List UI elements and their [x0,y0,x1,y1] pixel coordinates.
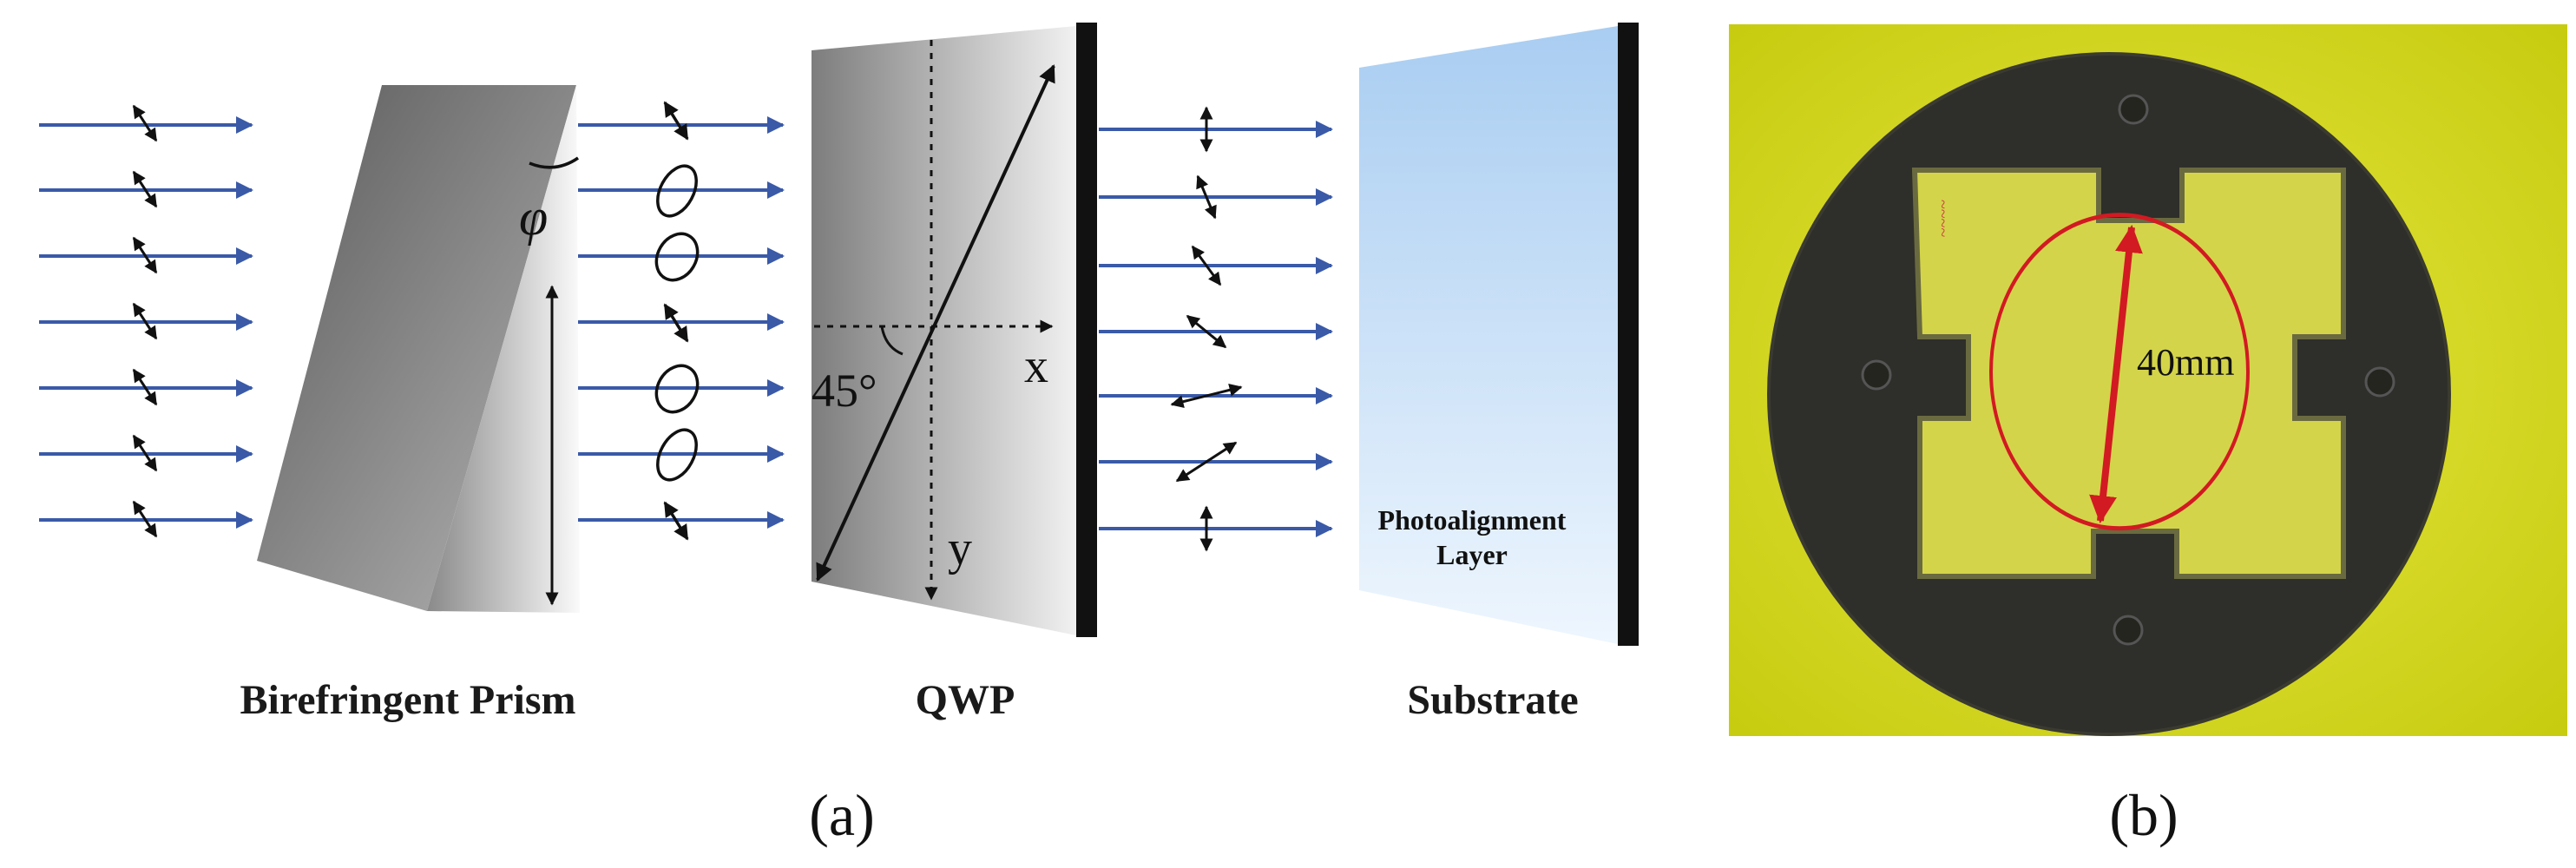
qwp-plate [812,26,1076,635]
mid-beams [578,116,785,529]
polarization-arrow [132,434,158,472]
angle-phi-label: φ [519,188,548,246]
output-polarization [1170,106,1243,552]
prism-front-face [257,85,576,611]
incoming-polarization [132,104,158,538]
measurement-circle [1989,213,2250,531]
polarization-arrow [132,170,158,208]
elliptical-polarization-icon [654,232,700,282]
qwp-edge [1076,23,1097,637]
polarization-arrow [132,368,158,406]
diameter-arrow [2089,224,2143,524]
polarization-arrow [132,236,158,274]
screw-hole-icon [1861,359,1892,391]
diameter-label: 40mm [2137,341,2234,384]
angle-45-label: 45° [812,365,877,417]
substrate [1359,23,1639,646]
panel-label-b: (b) [2109,782,2178,848]
photoalignment-label-line2: Layer [1436,539,1508,570]
polarization-arrow [1191,245,1222,286]
qwp-fast-axis-arrow [816,64,1055,582]
elliptical-polarization-icon [654,364,700,414]
polarization-arrow [132,104,158,142]
angle-45-arc [880,326,904,356]
polarization-arrow [132,500,158,538]
polarization-arrow [1175,441,1238,483]
polarization-arrow [1170,383,1243,409]
polarization-arrow [663,101,689,141]
label-qwp: QWP [916,677,1015,723]
screw-hole-icon [2364,366,2395,398]
polarization-arrow [663,303,689,343]
photoalignment-label-line1: Photoalignment [1378,504,1567,536]
angle-arc [529,156,579,169]
handwritten-mark: ~~~~ [1933,200,1952,237]
prism-side-face [427,85,580,613]
output-beams [1099,121,1333,537]
label-birefringent-prism: Birefringent Prism [240,677,575,723]
screw-hole-icon [2118,94,2149,125]
polarization-arrow [1196,174,1217,220]
polarization-arrow [663,501,689,541]
label-substrate: Substrate [1407,677,1578,723]
substrate-edge [1618,23,1639,646]
elliptical-polarization-icon [656,164,698,218]
axis-x-label: x [1024,339,1048,393]
panel-label-a: (a) [809,782,874,848]
polarization-arrow [132,302,158,340]
mid-polarization [654,101,700,541]
polarization-arrow [1186,314,1227,349]
panel-b: ~~~~ 40mm (b) [1729,24,2567,848]
holder-disc-rim [1767,52,2451,736]
panel-a: φ 45° [39,23,1639,848]
axis-y-label: y [948,522,972,575]
quarter-wave-plate [812,23,1097,637]
birefringent-prism [257,85,580,613]
elliptical-polarization-icon [656,428,698,482]
substrate-plate [1359,26,1618,644]
screw-hole-icon [2113,615,2144,646]
